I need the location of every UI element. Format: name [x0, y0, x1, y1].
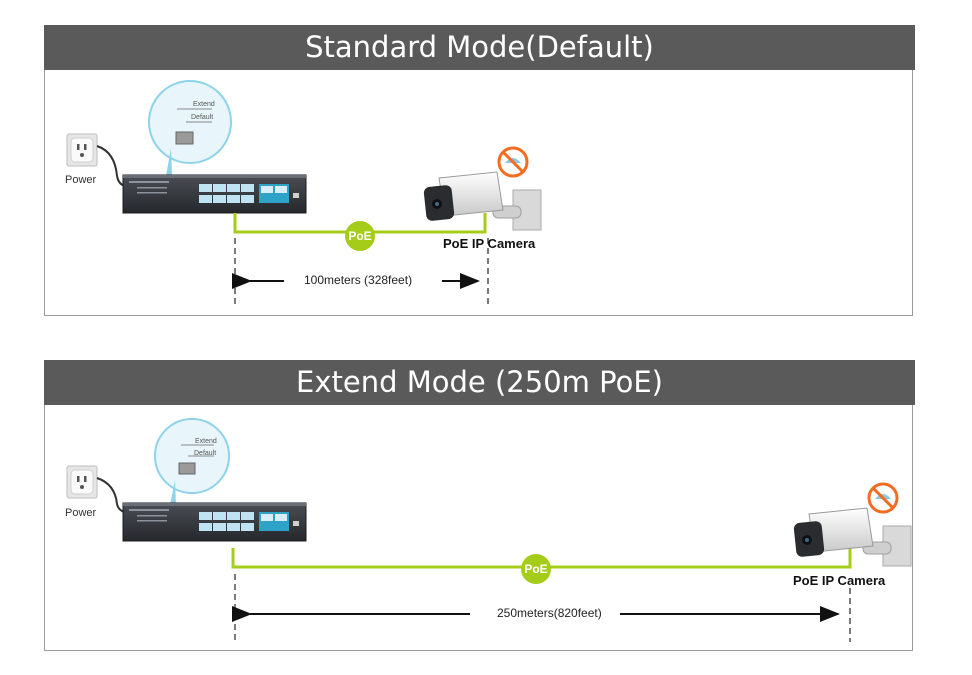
- poe-badge-2: PoE: [524, 562, 548, 576]
- power-label: Power: [65, 174, 97, 186]
- camera-label-2: PoE IP Camera: [793, 573, 886, 588]
- extend-mode-panel: Extend Mode (250m PoE): [44, 360, 915, 651]
- standard-mode-title: Standard Mode(Default): [44, 25, 915, 70]
- distance-label: 100meters (328feet): [301, 273, 416, 287]
- mode-switch-zoom-bubble-2: [154, 418, 230, 505]
- poe-badge: PoE: [348, 229, 372, 243]
- power-outlet-icon-2: [66, 465, 128, 513]
- power-label-2: Power: [65, 507, 97, 519]
- poe-switch-image: [122, 174, 307, 214]
- switch-default-label: Default: [191, 114, 214, 121]
- extend-mode-title: Extend Mode (250m PoE): [44, 360, 915, 405]
- switch-extend-label: Extend: [193, 101, 215, 108]
- poe-badge-circle: [345, 221, 375, 251]
- camera-label: PoE IP Camera: [443, 236, 536, 251]
- switch-extend-label-2: Extend: [195, 438, 217, 445]
- distance-label-2: 250meters(820feet): [494, 606, 605, 620]
- poe-badge-circle-2: [521, 554, 551, 584]
- poe-switch-image-2: [122, 502, 307, 542]
- standard-mode-panel: Standard Mode(Default): [44, 25, 915, 316]
- switch-default-label-2: Default: [194, 450, 217, 457]
- ip-camera-image: [421, 146, 543, 232]
- mode-switch-zoom-bubble: [148, 80, 232, 176]
- ip-camera-image-2: [791, 482, 913, 568]
